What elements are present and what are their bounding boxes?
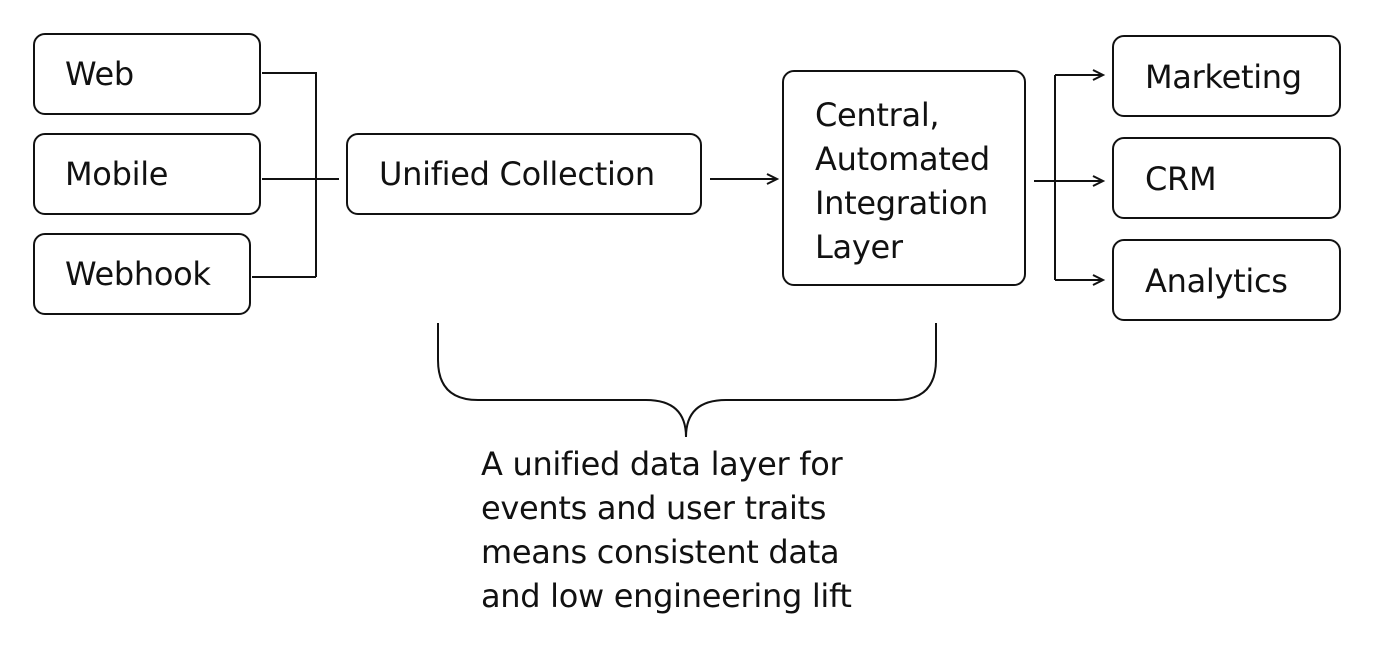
destination-crm-label: CRM: [1145, 160, 1217, 198]
integration-layer-line: Layer: [815, 228, 903, 266]
destination-crm-box: CRM: [1112, 137, 1341, 219]
integration-layer-line: Automated: [815, 140, 990, 178]
integration-layer-line: Integration: [815, 184, 989, 222]
connector-web: [262, 72, 317, 277]
destination-analytics-box: Analytics: [1112, 239, 1341, 321]
source-mobile-label: Mobile: [65, 155, 169, 193]
source-web-label: Web: [65, 55, 134, 93]
unified-collection-box: Unified Collection: [346, 133, 702, 215]
destination-marketing-box: Marketing: [1112, 35, 1341, 117]
source-webhook-box: Webhook: [33, 233, 251, 315]
destination-marketing-label: Marketing: [1145, 58, 1302, 96]
destination-analytics-label: Analytics: [1145, 262, 1288, 300]
brace-caption: A unified data layer for events and user…: [481, 442, 1001, 618]
source-mobile-box: Mobile: [33, 133, 261, 215]
integration-layer-line: Central,: [815, 96, 940, 134]
source-webhook-label: Webhook: [65, 255, 211, 293]
caption-line: and low engineering lift: [481, 577, 852, 615]
caption-line: A unified data layer for: [481, 445, 843, 483]
unified-collection-label: Unified Collection: [379, 155, 655, 193]
caption-line: means consistent data: [481, 533, 840, 571]
integration-layer-box: Central, Automated Integration Layer: [782, 70, 1026, 286]
source-web-box: Web: [33, 33, 261, 115]
caption-line: events and user traits: [481, 489, 827, 527]
grouping-brace: [437, 323, 937, 438]
